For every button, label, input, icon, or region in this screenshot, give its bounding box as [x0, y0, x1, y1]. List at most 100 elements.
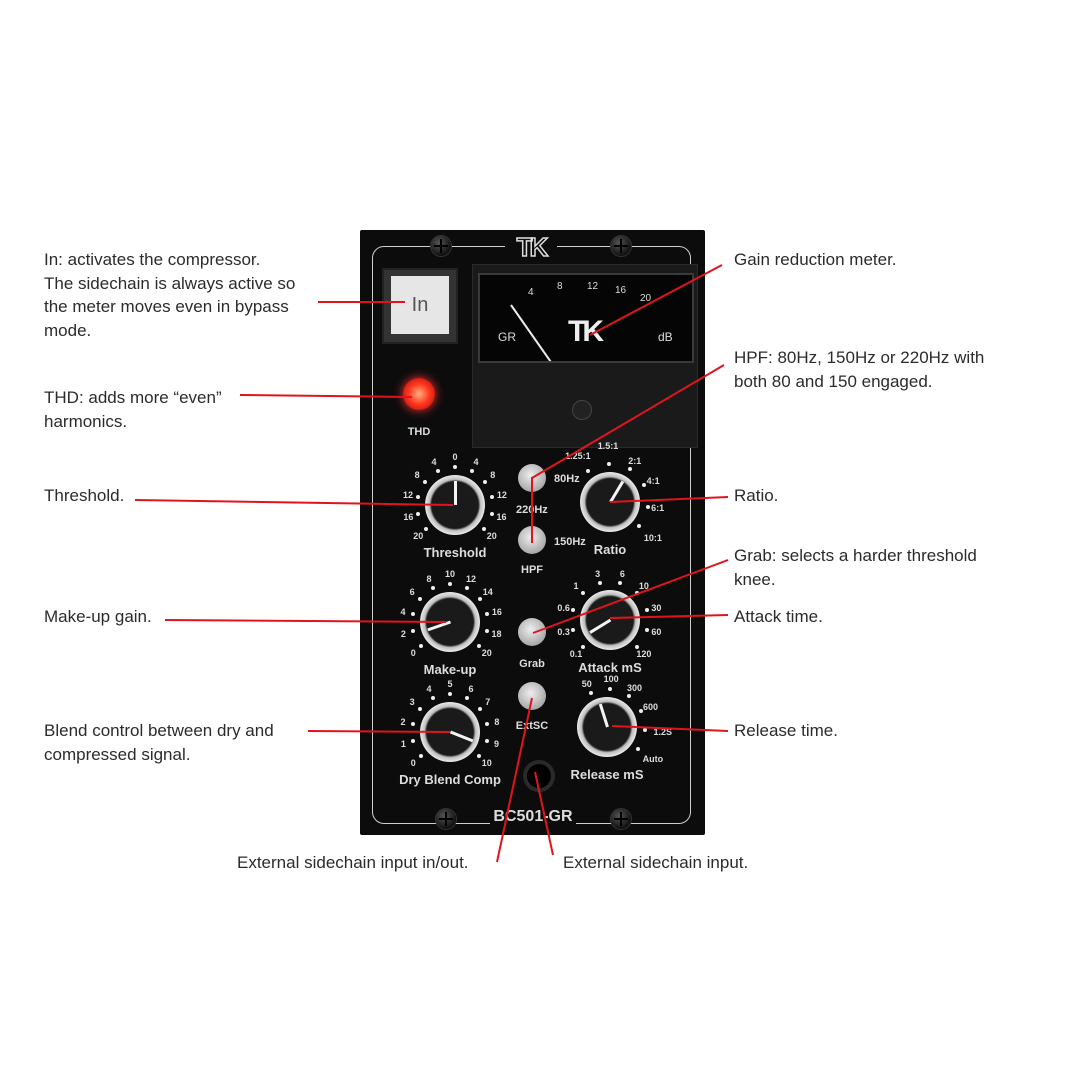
blend-scale-dot	[464, 695, 469, 700]
in-button[interactable]: In	[382, 268, 458, 344]
makeup-scale-label: 2	[400, 628, 406, 639]
release-scale-label: 50	[581, 678, 592, 689]
ratio-scale-dot	[637, 524, 642, 529]
makeup-scale-label: 14	[482, 587, 493, 598]
ratio-scale-label: 6:1	[651, 502, 665, 513]
threshold-scale-dot	[453, 465, 457, 469]
blend-scale-label: 9	[494, 738, 500, 749]
threshold-scale-label: 4	[473, 456, 479, 467]
release-scale-dot	[588, 690, 593, 695]
ratio-scale-dot	[642, 483, 647, 488]
makeup-scale-dot	[418, 596, 423, 601]
annotation-makeup: Make-up gain.	[44, 605, 152, 629]
release-scale-label: 1.2S	[653, 726, 673, 737]
annotation-extsc-input: External sidechain input.	[563, 851, 748, 875]
makeup-scale-dot	[477, 644, 482, 649]
screw-icon	[430, 235, 452, 257]
meter-db-label: dB	[658, 330, 673, 344]
threshold-scale-label: 0	[452, 452, 458, 462]
extsc-input-jack[interactable]	[523, 760, 555, 792]
makeup-scale-dot	[410, 612, 415, 617]
annotation-line-text: both 80 and 150 engaged.	[734, 371, 933, 391]
threshold-scale-dot	[436, 468, 441, 473]
release-scale-label: 600	[642, 701, 659, 712]
annotation-in: In: activates the compressor.The sidecha…	[44, 248, 295, 342]
annotation-line-text: Threshold.	[44, 486, 125, 505]
release-scale-label: 300	[627, 682, 643, 693]
makeup-scale-label: 18	[491, 628, 502, 639]
attack-scale-dot	[644, 627, 649, 632]
meter-scale: 16	[615, 285, 627, 296]
meter-scale: 4	[528, 287, 534, 298]
thd-button-led[interactable]	[403, 378, 435, 410]
attack-scale-label: 6	[619, 568, 625, 579]
hpf-150hz-label: 150Hz	[554, 536, 586, 548]
attack-scale-dot	[598, 581, 603, 586]
annotation-ratio: Ratio.	[734, 484, 778, 508]
meter-scale: 20	[640, 293, 652, 304]
release-scale-dot	[642, 728, 647, 733]
makeup-knob-label: Make-up	[423, 662, 477, 677]
attack-scale-label: 0.6	[557, 602, 570, 613]
hpf-80hz-button[interactable]	[518, 464, 546, 492]
blend-scale-label: 10	[481, 757, 492, 768]
threshold-scale-dot	[489, 512, 494, 517]
threshold-scale-dot	[482, 527, 487, 532]
meter-gr-label: GR	[498, 330, 516, 344]
attack-scale-dot	[571, 627, 576, 632]
model-name: BC501-GR	[490, 808, 576, 826]
hpf-label: HPF	[521, 564, 543, 576]
attack-scale-dot	[644, 608, 649, 613]
release-scale-label: Auto	[642, 754, 664, 765]
blend-scale-dot	[448, 692, 452, 696]
annotation-line-text: HPF: 80Hz, 150Hz or 220Hz with	[734, 348, 985, 367]
meter-needle	[510, 304, 552, 361]
annotation-line-text: Release time.	[734, 721, 838, 740]
attack-scale-dot	[581, 591, 586, 596]
makeup-scale-dot	[448, 582, 452, 586]
threshold-scale-label: 20	[486, 530, 497, 541]
attack-scale-dot	[617, 581, 622, 586]
hpf-150hz-button[interactable]	[518, 526, 546, 554]
blend-scale-label: 5	[447, 679, 453, 689]
hpf-80hz-label: 80Hz	[554, 473, 580, 485]
ratio-scale-label: 4:1	[646, 475, 660, 486]
ratio-scale-label: 10:1	[643, 532, 662, 543]
blend-scale-dot	[418, 706, 423, 711]
blend-scale-label: 7	[485, 697, 491, 708]
makeup-scale-label: 16	[491, 607, 502, 618]
threshold-scale-label: 20	[413, 530, 424, 541]
meter-scale: 8	[557, 281, 563, 292]
annotation-line-text: Make-up gain.	[44, 607, 152, 626]
annotation-line-text: Ratio.	[734, 486, 779, 505]
threshold-scale-dot	[416, 512, 421, 517]
extsc-button[interactable]	[518, 682, 546, 710]
makeup-scale-label: 10	[444, 569, 456, 579]
attack-knob-label: Attack mS	[578, 660, 642, 675]
annotation-line-text: THD: adds more “even”	[44, 388, 222, 407]
gain-reduction-meter: 4 8 12 16 20 GR dB TK	[472, 264, 698, 448]
attack-scale-label: 30	[651, 602, 662, 613]
annotation-extsc-inout: External sidechain input in/out.	[237, 851, 469, 875]
grab-button[interactable]	[518, 618, 546, 646]
blend-scale-dot	[411, 739, 416, 744]
blend-knob-label: Dry Blend Comp	[399, 772, 501, 787]
blend-scale-label: 1	[400, 738, 406, 749]
release-scale-label: 100	[603, 674, 619, 685]
threshold-scale-label: 8	[490, 470, 496, 481]
blend-scale-label: 4	[426, 683, 432, 694]
threshold-scale-dot	[469, 468, 474, 473]
annotation-gr-meter: Gain reduction meter.	[734, 248, 897, 272]
threshold-scale-dot	[482, 479, 487, 484]
annotation-attack: Attack time.	[734, 605, 823, 629]
bc501-gr-module: TK BC501-GR In THD 4 8 12 16 20 GR dB TK…	[360, 230, 705, 835]
attack-scale-label: 0.3	[557, 627, 570, 638]
ratio-scale-label: 1.5:1	[597, 441, 619, 452]
blend-scale-dot	[477, 754, 482, 759]
threshold-scale-dot	[423, 527, 428, 532]
annotation-hpf: HPF: 80Hz, 150Hz or 220Hz with both 80 an…	[734, 346, 984, 393]
makeup-scale-dot	[411, 629, 416, 634]
meter-zero-screw[interactable]	[572, 400, 592, 420]
